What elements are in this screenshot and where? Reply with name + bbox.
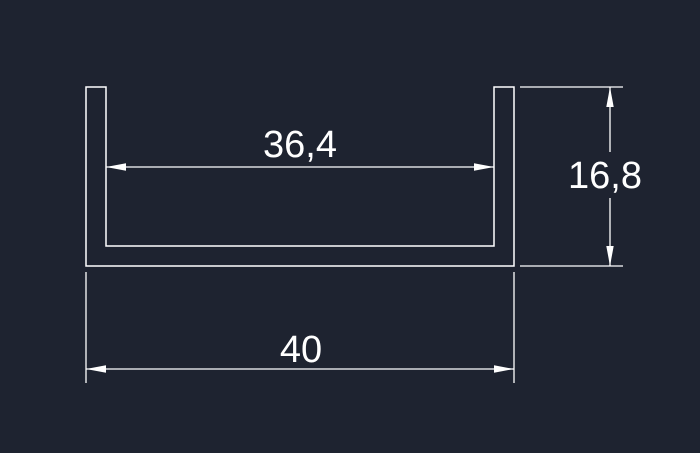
arrowhead-down-icon bbox=[606, 246, 614, 266]
u-channel-profile-outline bbox=[85, 86, 515, 267]
arrowhead-left-icon bbox=[106, 163, 126, 171]
dimension-label-height: 16,8 bbox=[568, 155, 642, 197]
dimension-height: 16,8 bbox=[520, 86, 642, 267]
arrowhead-up-icon bbox=[606, 87, 614, 107]
arrowhead-right-icon bbox=[494, 365, 514, 373]
dimension-label-inner-width: 36,4 bbox=[263, 124, 337, 166]
dimension-label-outer-width: 40 bbox=[280, 329, 322, 371]
dimension-inner-width: 36,4 bbox=[106, 124, 494, 171]
dimension-outer-width: 40 bbox=[85, 272, 515, 383]
arrowhead-left-icon bbox=[86, 365, 106, 373]
arrowhead-right-icon bbox=[474, 163, 494, 171]
